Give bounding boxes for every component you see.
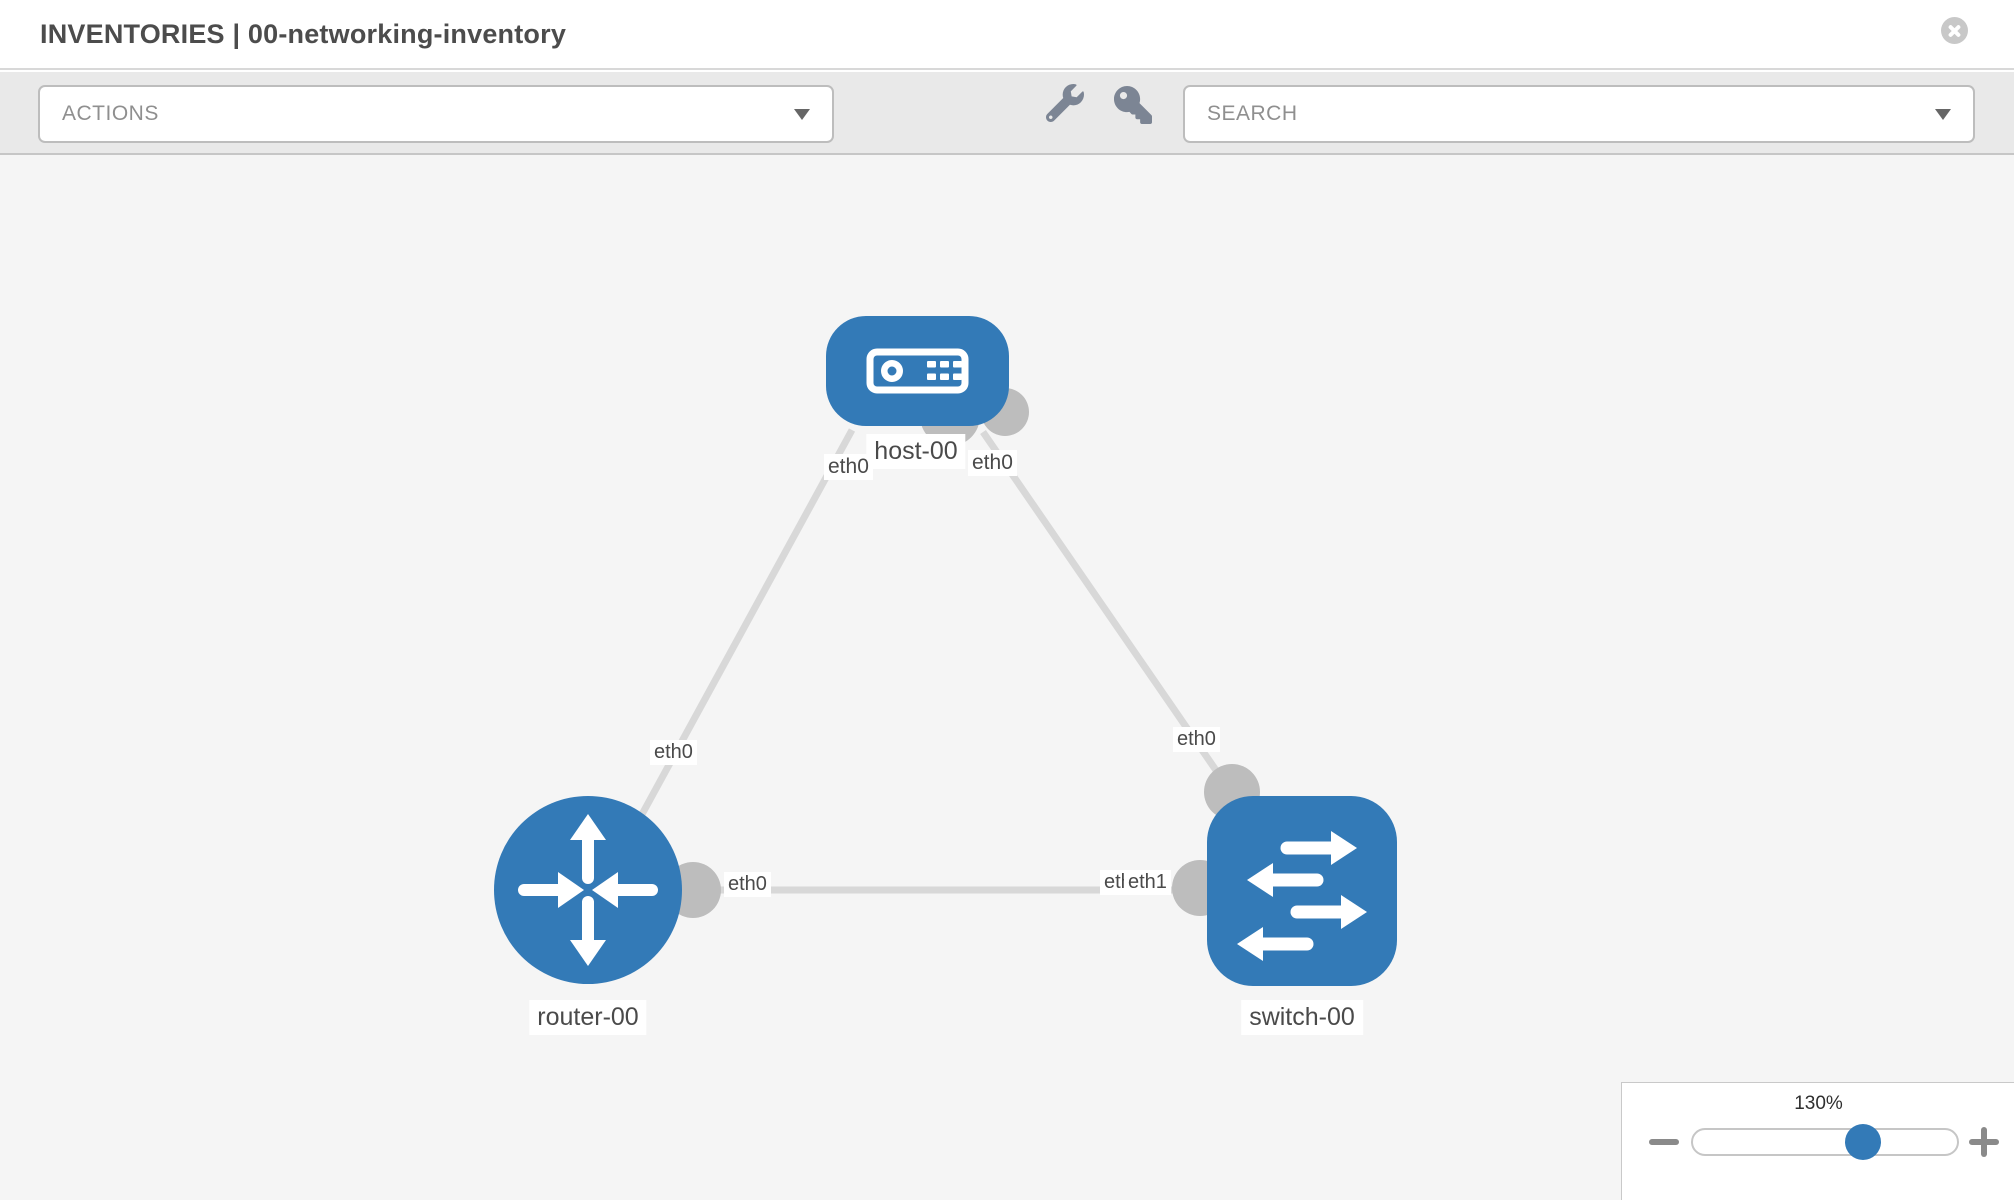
switch-icon [1237,831,1367,961]
chevron-down-icon [1935,108,1951,120]
host-icon [866,348,969,394]
page-title: INVENTORIES | 00-networking-inventory [40,19,567,49]
node-host-00[interactable] [826,316,1009,426]
wrench-icon[interactable] [1045,84,1084,123]
interface-label-switch-left-front: eth1 [1124,870,1171,895]
zoom-in-plus-icon[interactable] [1962,1121,2006,1163]
interface-label-router-right: eth0 [724,872,771,897]
node-router-00[interactable] [494,796,682,984]
zoom-slider-track[interactable] [1691,1128,1959,1156]
close-icon[interactable] [1941,17,1968,44]
node-switch-00[interactable] [1207,796,1397,986]
toolbar: ACTIONS SEARCH [0,72,2014,155]
interface-label-host-left: eth0 [824,454,873,480]
actions-dropdown-label: ACTIONS [62,102,159,125]
chevron-down-icon [794,108,810,120]
node-label-switch[interactable]: switch-00 [1241,1000,1363,1035]
zoom-value: 130% [1794,1093,1843,1114]
interface-label-host-right: eth0 [968,450,1017,476]
topology-canvas[interactable] [0,155,2014,1200]
interface-label-host-switch-link: eth0 [1173,727,1220,752]
zoom-control-panel: 130% [1621,1082,2014,1200]
router-icon [518,814,658,966]
node-label-host[interactable]: host-00 [866,434,966,469]
key-icon[interactable] [1114,86,1152,124]
interface-label-host-router-link: eth0 [650,740,697,765]
zoom-slider-thumb[interactable] [1845,1124,1881,1160]
plus-bar [1981,1127,1987,1157]
zoom-out-minus-icon[interactable] [1649,1139,1679,1145]
search-dropdown[interactable]: SEARCH [1183,85,1975,143]
node-label-router[interactable]: router-00 [529,1000,647,1035]
actions-dropdown[interactable]: ACTIONS [38,85,834,143]
search-placeholder: SEARCH [1207,102,1298,125]
page-header: INVENTORIES | 00-networking-inventory [0,0,2014,70]
